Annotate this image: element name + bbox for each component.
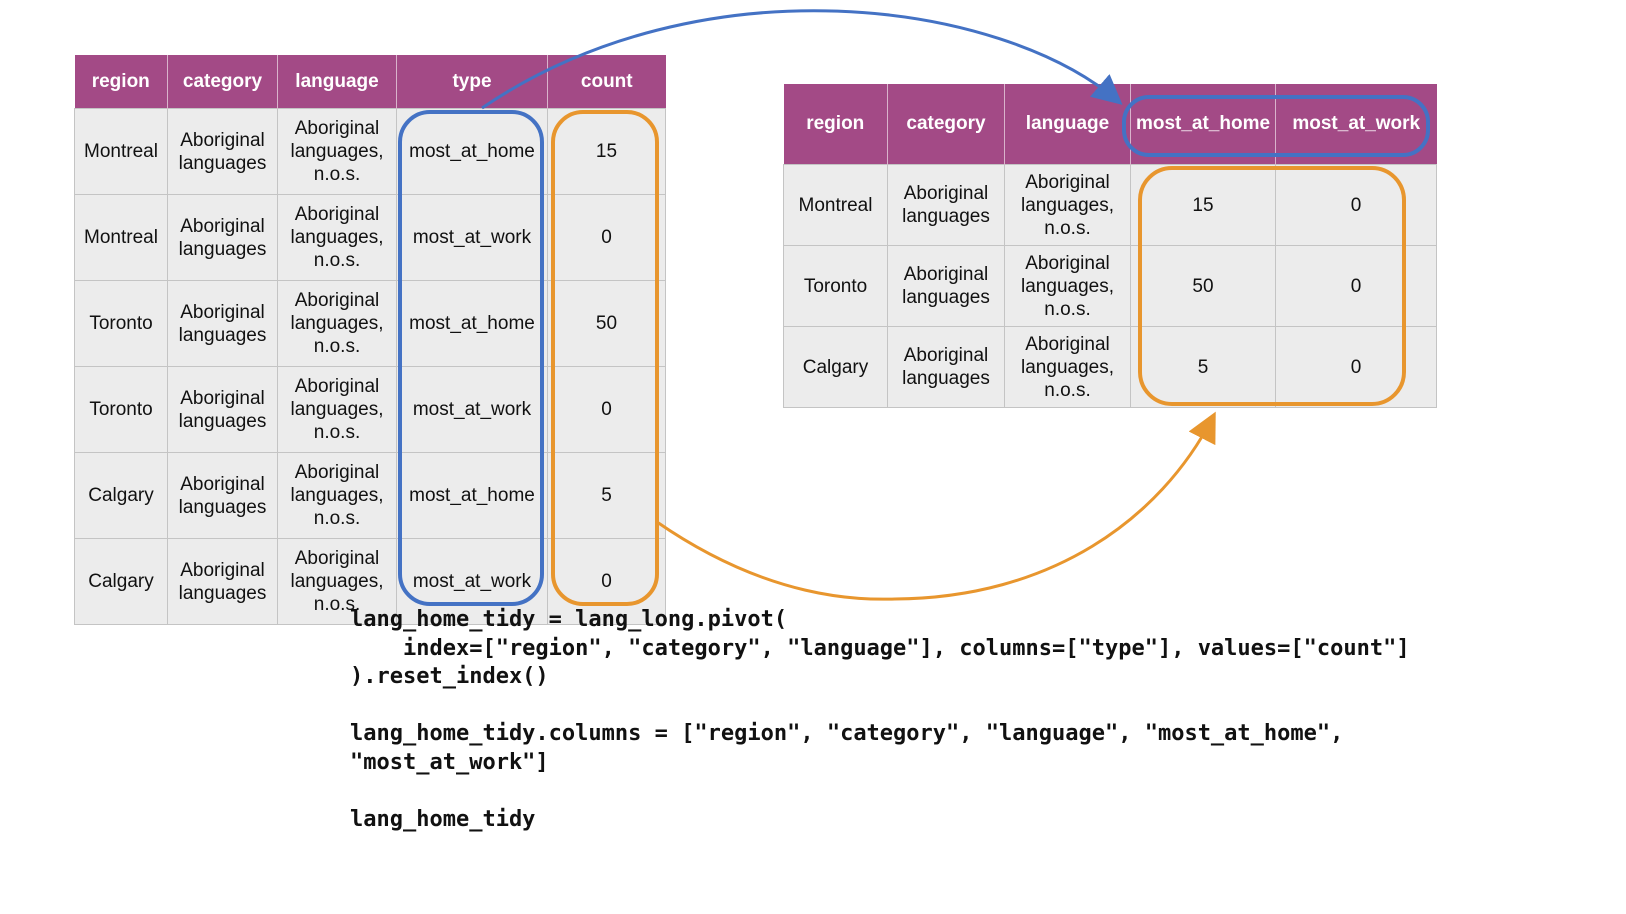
cell-most-at-home: 50 bbox=[1130, 245, 1276, 327]
cell-category: Aboriginal languages bbox=[167, 280, 278, 367]
table-row: Montreal Aboriginal languages Aboriginal… bbox=[74, 108, 666, 195]
header-most-at-work: most_at_work bbox=[1275, 84, 1437, 165]
cell-category: Aboriginal languages bbox=[167, 538, 278, 625]
cell-type: most_at_home bbox=[396, 452, 548, 539]
code-block: lang_home_tidy = lang_long.pivot( index=… bbox=[350, 607, 1410, 833]
header-type: type bbox=[396, 55, 548, 109]
header-region: region bbox=[783, 84, 888, 165]
table-row: Montreal Aboriginal languages Aboriginal… bbox=[783, 164, 1437, 246]
cell-count: 15 bbox=[547, 108, 666, 195]
cell-region: Montreal bbox=[74, 108, 168, 195]
cell-category: Aboriginal languages bbox=[167, 452, 278, 539]
cell-language: Aboriginal languages, n.o.s. bbox=[277, 194, 397, 281]
header-most-at-home: most_at_home bbox=[1130, 84, 1276, 165]
count-to-values-arrow bbox=[656, 411, 1216, 601]
cell-type: most_at_home bbox=[396, 108, 548, 195]
cell-category: Aboriginal languages bbox=[887, 326, 1005, 408]
cell-region: Calgary bbox=[74, 452, 168, 539]
cell-language: Aboriginal languages, n.o.s. bbox=[1004, 164, 1131, 246]
cell-language: Aboriginal languages, n.o.s. bbox=[277, 452, 397, 539]
header-category: category bbox=[167, 55, 278, 109]
cell-most-at-work: 0 bbox=[1275, 326, 1437, 408]
header-row: region category language most_at_home mo… bbox=[783, 84, 1437, 165]
cell-count: 5 bbox=[547, 452, 666, 539]
table-row: Calgary Aboriginal languages Aboriginal … bbox=[74, 452, 666, 539]
cell-language: Aboriginal languages, n.o.s. bbox=[277, 538, 397, 625]
cell-language: Aboriginal languages, n.o.s. bbox=[1004, 245, 1131, 327]
cell-count: 0 bbox=[547, 194, 666, 281]
header-category: category bbox=[887, 84, 1005, 165]
header-count: count bbox=[547, 55, 666, 109]
long-format-table: region category language type count Mont… bbox=[74, 55, 666, 625]
cell-count: 0 bbox=[547, 366, 666, 453]
cell-most-at-work: 0 bbox=[1275, 245, 1437, 327]
cell-type: most_at_work bbox=[396, 366, 548, 453]
table-row: Toronto Aboriginal languages Aboriginal … bbox=[783, 245, 1437, 327]
cell-language: Aboriginal languages, n.o.s. bbox=[277, 366, 397, 453]
table-row: Calgary Aboriginal languages Aboriginal … bbox=[783, 326, 1437, 408]
cell-type: most_at_work bbox=[396, 194, 548, 281]
cell-type: most_at_home bbox=[396, 280, 548, 367]
header-region: region bbox=[74, 55, 168, 109]
wide-format-table: region category language most_at_home mo… bbox=[783, 84, 1437, 408]
header-language: language bbox=[277, 55, 397, 109]
cell-region: Toronto bbox=[74, 280, 168, 367]
cell-count: 50 bbox=[547, 280, 666, 367]
table-row: Montreal Aboriginal languages Aboriginal… bbox=[74, 194, 666, 281]
cell-category: Aboriginal languages bbox=[887, 245, 1005, 327]
cell-region: Montreal bbox=[74, 194, 168, 281]
table-row: Toronto Aboriginal languages Aboriginal … bbox=[74, 366, 666, 453]
cell-region: Toronto bbox=[74, 366, 168, 453]
table-row: Toronto Aboriginal languages Aboriginal … bbox=[74, 280, 666, 367]
cell-language: Aboriginal languages, n.o.s. bbox=[1004, 326, 1131, 408]
cell-most-at-home: 5 bbox=[1130, 326, 1276, 408]
cell-language: Aboriginal languages, n.o.s. bbox=[277, 280, 397, 367]
cell-region: Toronto bbox=[783, 245, 888, 327]
header-row: region category language type count bbox=[74, 55, 666, 109]
cell-most-at-home: 15 bbox=[1130, 164, 1276, 246]
cell-most-at-work: 0 bbox=[1275, 164, 1437, 246]
header-language: language bbox=[1004, 84, 1131, 165]
cell-category: Aboriginal languages bbox=[167, 366, 278, 453]
cell-category: Aboriginal languages bbox=[887, 164, 1005, 246]
cell-region: Calgary bbox=[783, 326, 888, 408]
cell-region: Montreal bbox=[783, 164, 888, 246]
cell-category: Aboriginal languages bbox=[167, 108, 278, 195]
cell-language: Aboriginal languages, n.o.s. bbox=[277, 108, 397, 195]
cell-category: Aboriginal languages bbox=[167, 194, 278, 281]
cell-region: Calgary bbox=[74, 538, 168, 625]
